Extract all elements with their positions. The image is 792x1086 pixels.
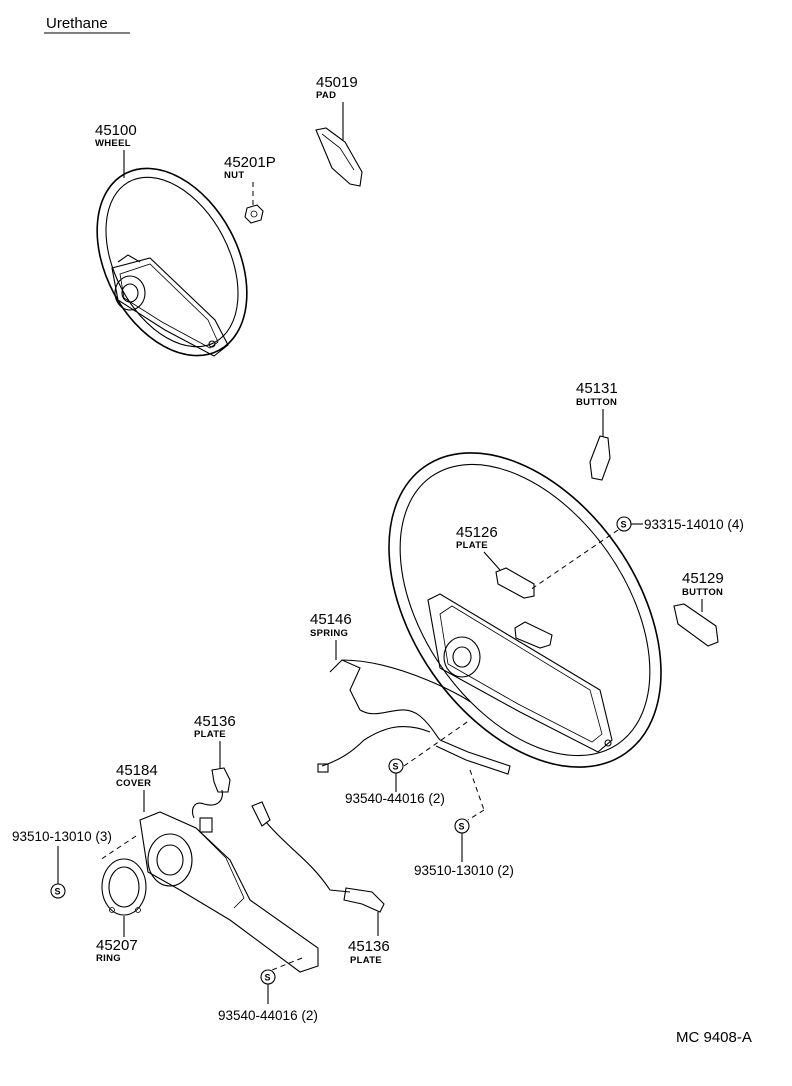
screw-93510a-dash [469, 769, 485, 811]
screw-93315-leader [529, 529, 619, 591]
nut-45201p-drawing [244, 204, 264, 224]
screw-symbol-93510b-letter: S [55, 887, 61, 897]
plate-45126-leader [483, 551, 501, 571]
spring-45146-name: SPRING [310, 628, 348, 639]
screw-symbol-93540a-letter: S [393, 762, 399, 772]
pad-45019-drawing [315, 127, 363, 187]
pad-45019-name: PAD [316, 90, 336, 101]
screw-93510b-dash [99, 835, 137, 861]
button-45129-number: 45129 [682, 570, 724, 587]
plate-45126-number: 45126 [456, 524, 498, 541]
screw-93315-number: 93315-14010 (4) [644, 517, 744, 532]
plate-45136b-drawing [251, 801, 385, 913]
screw-93540b-dash [271, 957, 303, 971]
ring-45207-name: RING [96, 953, 121, 964]
steering-wheel-upper-drawing [96, 167, 248, 357]
cover-45184-name: COVER [116, 778, 151, 789]
pad-45019-detail [321, 133, 355, 171]
cover-45184-drawing [139, 811, 319, 973]
screw-symbol-93510b [50, 883, 66, 899]
ring-45207-drawing [101, 858, 147, 916]
screw-93510a-dash-2 [467, 809, 485, 821]
steering-wheel-lower-drawing [388, 452, 662, 768]
button-45131-number: 45131 [576, 380, 618, 397]
plate-45136a-wire [191, 789, 223, 819]
plate-45136b-number: 45136 [348, 938, 390, 955]
screw-93540a-number: 93540-44016 (2) [345, 791, 445, 806]
diagram-title: Urethane [46, 15, 108, 32]
pad-45019-number: 45019 [316, 74, 358, 91]
plate-45136a-number: 45136 [194, 713, 236, 730]
spring-45146-drawing [317, 659, 511, 775]
button-45129-name: BUTTON [682, 587, 723, 598]
button-45131-drawing [589, 435, 611, 481]
plate-45126-drawing [495, 567, 535, 599]
plate-45136b-name: PLATE [350, 955, 382, 966]
nut-45201p-name: NUT [224, 170, 244, 181]
screw-symbol-93510a-letter: S [459, 822, 465, 832]
spring-dashed-connector [403, 719, 471, 767]
plate-45126-name: PLATE [456, 540, 488, 551]
cover-45184-number: 45184 [116, 762, 158, 779]
screw-symbol-93540b-letter: S [265, 973, 271, 983]
button-45131-name: BUTTON [576, 397, 617, 408]
diagram-code: MC 9408-A [676, 1029, 752, 1046]
screw-93510a-number: 93510-13010 (2) [414, 863, 514, 878]
plate-45136a-name: PLATE [194, 729, 226, 740]
screw-93540b-number: 93540-44016 (2) [218, 1008, 318, 1023]
plate-45136a-drawing [211, 767, 231, 793]
wheel-45100-name: WHEEL [95, 138, 131, 149]
nut-45201p-hole [250, 210, 258, 218]
nut-45201p-number: 45201P [224, 154, 276, 171]
screw-93510b-number: 93510-13010 (3) [12, 829, 112, 844]
button-45129-drawing [673, 603, 719, 647]
spring-45146-number: 45146 [310, 611, 352, 628]
wheel-45100-number: 45100 [95, 122, 137, 139]
screw-symbol-93315-letter: S [621, 520, 627, 530]
ring-45207-number: 45207 [96, 937, 138, 954]
